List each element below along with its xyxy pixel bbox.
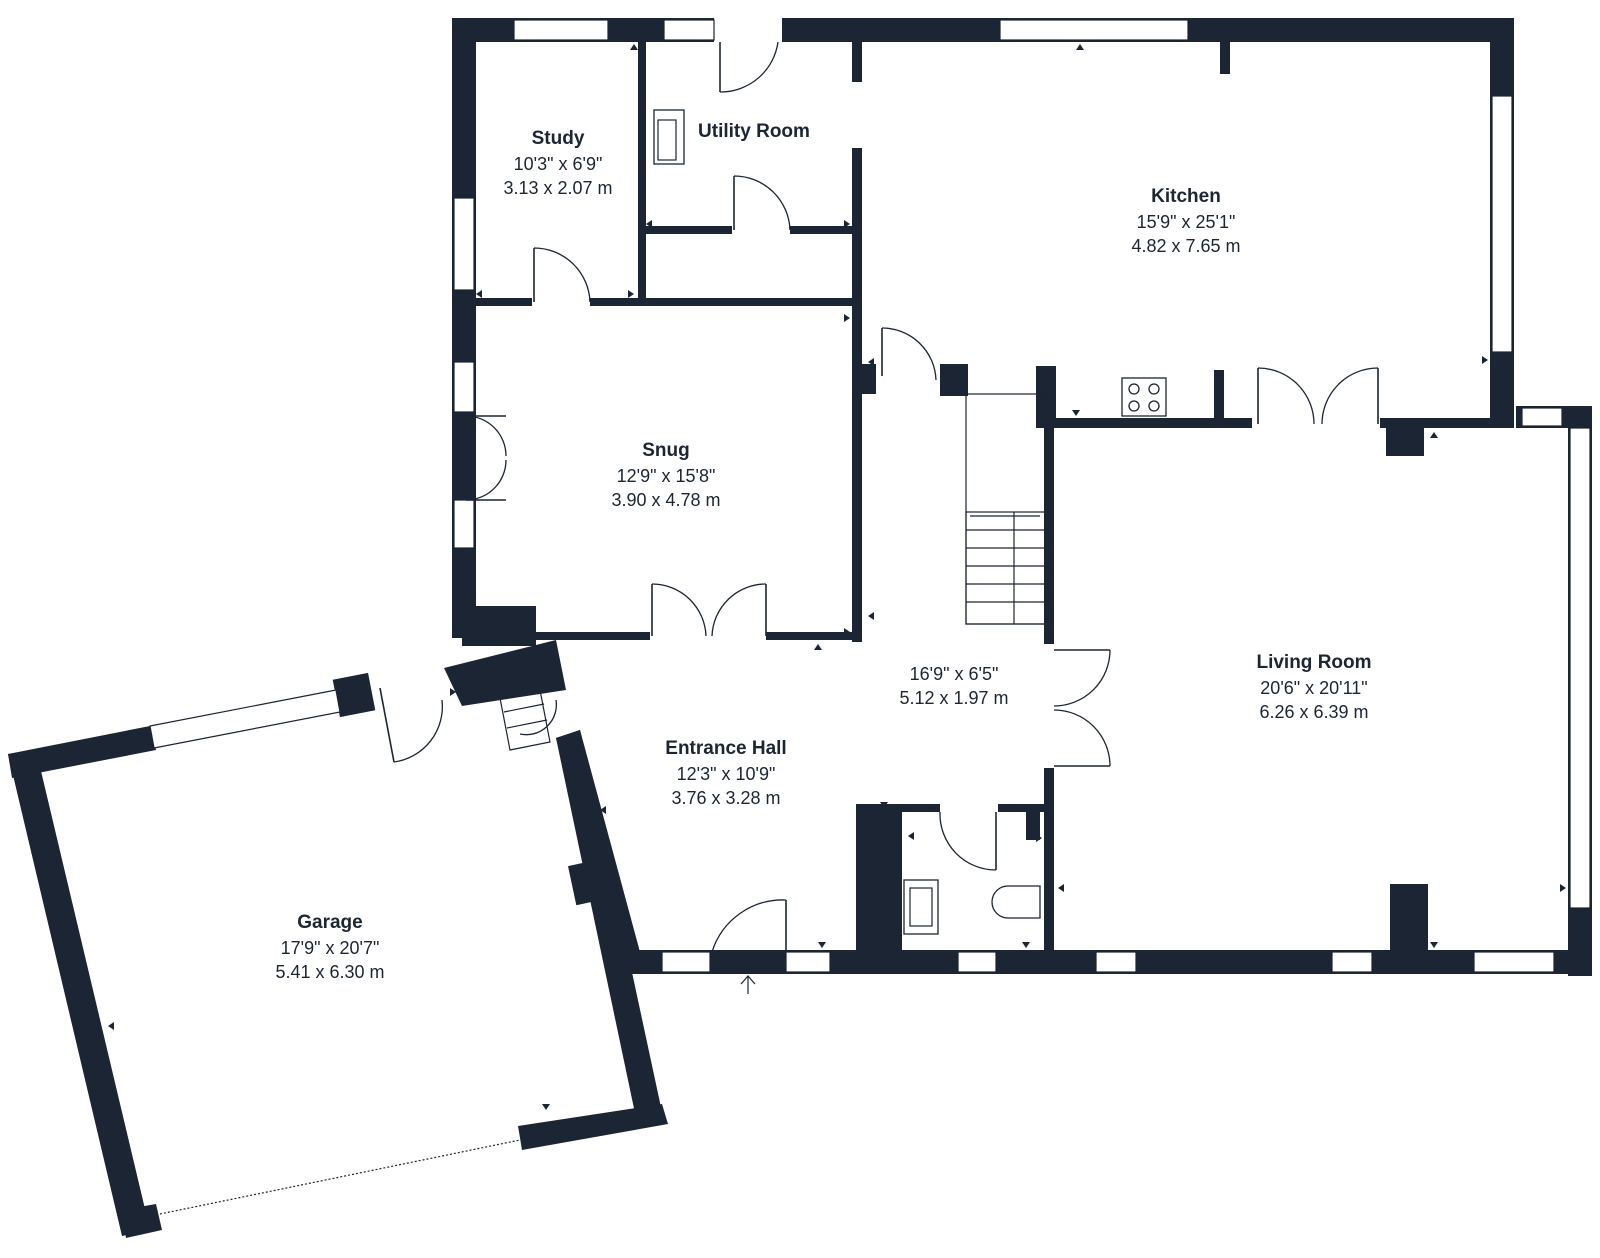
window-hall-bottom-b [785,951,831,973]
windows [453,19,1591,973]
chimney-kitchen [940,364,968,396]
wall-snug-right [852,300,862,642]
wall-kitchen-post-b [1214,370,1224,424]
wall-kitchen-bottom-a [1036,418,1252,428]
garage [8,672,668,1238]
garage-wall-left [8,750,150,1236]
wall-utility-kitchen [852,148,862,308]
snug-name: Snug [642,440,690,461]
toilet [991,885,1041,919]
entrance-hall-name: Entrance Hall [665,738,786,759]
garage-door-line [159,1139,521,1215]
window-living-bottom-b [1331,951,1373,973]
window-utility-top [663,19,715,41]
study-name: Study [532,128,585,149]
window-study-left [453,197,475,291]
wall-living-left-a [1044,424,1054,644]
entrance-hall-metric: 3.76 x 3.28 m [671,788,780,808]
wall-wc-top-b [998,804,1048,812]
wall-snug-bottom-a [476,632,650,640]
window-living-bottom-a [1095,951,1137,973]
wall-snug-right-block [852,364,876,394]
window-living-right [1569,427,1591,909]
garage-wall-bottom-right [518,1104,668,1150]
window-hall-bottom-a [661,951,711,973]
window-kitchen-top [999,19,1189,41]
window-living-top [1521,407,1563,427]
wall-study-bottom-b [590,298,856,306]
garage-steps [499,689,551,751]
tick-marks [108,44,1566,1110]
chimney-living-top [1386,424,1424,456]
hall-corridor-metric: 5.12 x 1.97 m [899,688,1008,708]
wall-wc-top-a [856,804,940,812]
living-name: Living Room [1256,652,1371,673]
chimney-hall [444,640,566,706]
window-snug-left-a [453,361,475,413]
study-metric: 3.13 x 2.07 m [503,178,612,198]
wall-study-utility [638,42,646,304]
garage-name: Garage [297,912,362,933]
window-living-bottom-c [1473,951,1555,973]
snug-metric: 3.90 x 4.78 m [611,490,720,510]
study-imperial: 10'3" x 6'9" [514,154,603,174]
sink-utility [653,109,685,165]
entrance-hall-imperial: 12'3" x 10'9" [677,764,776,784]
wall-utility-bottom-b [790,226,856,234]
chimney-snug [462,606,536,646]
garage-pier [568,862,592,906]
wall-kitchen-post [1220,42,1230,74]
living-imperial: 20'6" x 20'11" [1260,678,1367,698]
staircase [965,393,1047,625]
garage-wall-right [556,730,662,1118]
kitchen-imperial: 15'9" x 25'1" [1137,212,1236,232]
arrow-up-icon [740,975,756,994]
window-study-top [513,19,609,41]
doors [379,41,1379,953]
hall-corridor-imperial: 16'9" x 6'5" [910,664,999,684]
utility-name: Utility Room [698,121,810,142]
wall-utility-kitchen-top [852,42,862,82]
wall-living-left-b [1044,768,1054,952]
fixtures [653,109,1167,935]
wall-wc-left [856,804,902,954]
garage-wall-bottom-left [122,1204,162,1238]
window-wc-bottom [957,951,997,973]
living-metric: 6.26 x 6.39 m [1259,702,1368,722]
wall-utility-bottom-a [646,226,732,234]
garage-metric: 5.41 x 6.30 m [275,962,384,982]
garage-window-top [149,689,341,749]
wall-stairs [1044,370,1054,430]
window-snug-left-b [453,499,475,549]
wall-kitchen-bottom-b [1380,418,1500,428]
garage-imperial: 17'9" x 20'7" [281,938,380,958]
snug-imperial: 12'9" x 15'8" [617,466,716,486]
garage-post [332,672,376,718]
window-kitchen-right [1491,95,1513,353]
kitchen-metric: 4.82 x 7.65 m [1131,236,1240,256]
room-labels: Study 10'3" x 6'9" 3.13 x 2.07 m Utility… [275,121,1371,982]
internal-walls [444,42,1500,954]
wall-snug-bottom-b [766,632,862,640]
wall-study-bottom-a [476,298,532,306]
chimney-living-bottom [1390,884,1428,954]
wall-wc-post [1026,812,1040,840]
kitchen-name: Kitchen [1151,186,1221,207]
wall-left-snug [452,300,476,638]
garage-wall-top [8,726,156,778]
hob [1121,377,1167,417]
